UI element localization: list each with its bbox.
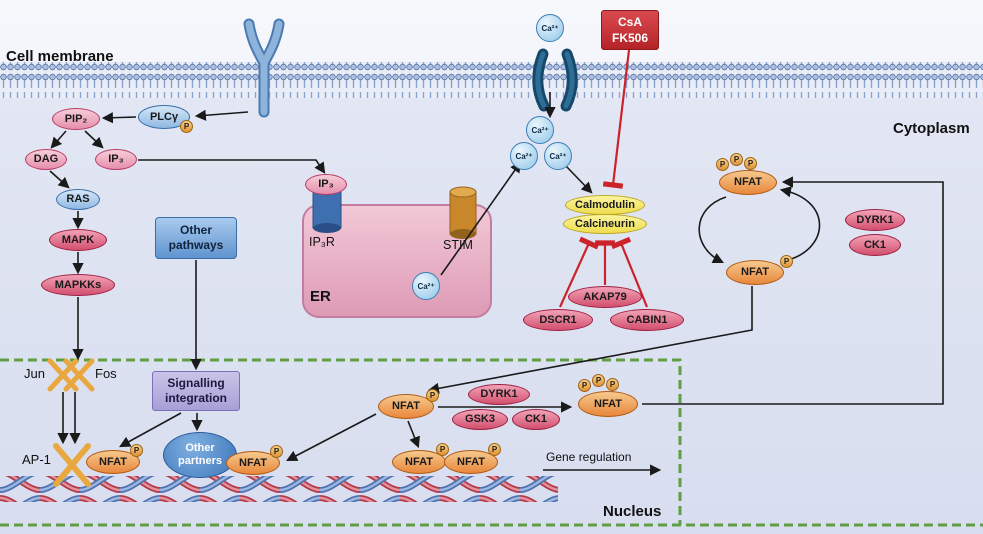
jun-fos-ribbon [47, 358, 95, 392]
node-nfat-dephospho-cyto: NFAT [726, 260, 784, 285]
phosphate-icon: P [730, 153, 743, 166]
node-other-pathways: Other pathways [155, 217, 237, 259]
node-cabin1: CABIN1 [610, 309, 684, 331]
node-ras: RAS [56, 189, 100, 210]
calcium-ion: Ca²⁺ [536, 14, 564, 42]
stim-protein [449, 186, 477, 239]
phosphate-icon: P [744, 157, 757, 170]
phosphate-icon: P [578, 379, 591, 392]
calcium-channel [532, 48, 578, 112]
phosphate-icon: P [716, 158, 729, 171]
phosphate-icon: P [130, 444, 143, 457]
phosphate-icon: P [592, 374, 605, 387]
gene-regulation-label: Gene regulation [546, 450, 632, 464]
node-other-partners: Other partners [163, 432, 237, 478]
ip3r-label: IP₃R [309, 235, 335, 249]
calcium-ion: Ca²⁺ [544, 142, 572, 170]
node-calmodulin: Calmodulin [565, 195, 645, 215]
node-ip3-er: IP₃ [305, 174, 347, 195]
phosphate-icon: P [436, 443, 449, 456]
node-nfat-phospho-cyto: NFAT [719, 170, 777, 195]
phosphate-icon: P [606, 378, 619, 391]
inhibition-lines [558, 49, 649, 308]
node-pip2: PIP₂ [52, 108, 100, 130]
node-csa-fk506: CsA FK506 [601, 10, 659, 50]
ap1-label: AP-1 [22, 452, 51, 467]
node-gsk3: GSK3 [452, 409, 508, 430]
node-dyrk1-cyto: DYRK1 [845, 209, 905, 231]
node-dyrk1-nuclear: DYRK1 [468, 384, 530, 405]
node-ip3: IP₃ [95, 149, 137, 170]
er-body [302, 204, 492, 318]
node-akap79: AKAP79 [568, 286, 642, 308]
receptor [243, 18, 285, 118]
cell-membrane-band [0, 62, 983, 98]
ap1-ribbon [53, 443, 91, 487]
phosphate-icon: P [488, 443, 501, 456]
er-label: ER [310, 288, 331, 305]
nucleus-label: Nucleus [603, 503, 662, 520]
phosphate-icon: P [780, 255, 793, 268]
csa-line: CsA [617, 14, 642, 29]
cell-membrane-label: Cell membrane [6, 48, 114, 65]
node-dscr1: DSCR1 [523, 309, 593, 331]
fk506-line: FK506 [611, 31, 649, 45]
node-nfat-nuclear: NFAT [378, 394, 434, 419]
calcium-ion: Ca²⁺ [510, 142, 538, 170]
nucleus-border [0, 358, 983, 527]
node-signalling-integration: Signalling integration [152, 371, 240, 411]
node-ck1-nuclear: CK1 [512, 409, 560, 430]
node-ck1-cyto: CK1 [849, 234, 901, 256]
node-nfat-rephospho: NFAT [578, 391, 638, 417]
node-mapk: MAPK [49, 229, 107, 251]
phosphate-icon: P [426, 389, 439, 402]
dna-helix [0, 476, 558, 502]
cytoplasm-label: Cytoplasm [893, 120, 970, 137]
calcium-ion: Ca²⁺ [526, 116, 554, 144]
stim-label: STIM [443, 238, 473, 252]
fos-label: Fos [95, 366, 117, 381]
node-mapkks: MAPKKs [41, 274, 115, 296]
node-calcineurin: Calcineurin [563, 214, 647, 234]
activation-arrows [49, 92, 944, 476]
node-dag: DAG [25, 149, 67, 170]
phosphate-icon: P [270, 445, 283, 458]
phosphate-icon: P [180, 120, 193, 133]
calcium-ion: Ca²⁺ [412, 272, 440, 300]
jun-label: Jun [24, 366, 45, 381]
